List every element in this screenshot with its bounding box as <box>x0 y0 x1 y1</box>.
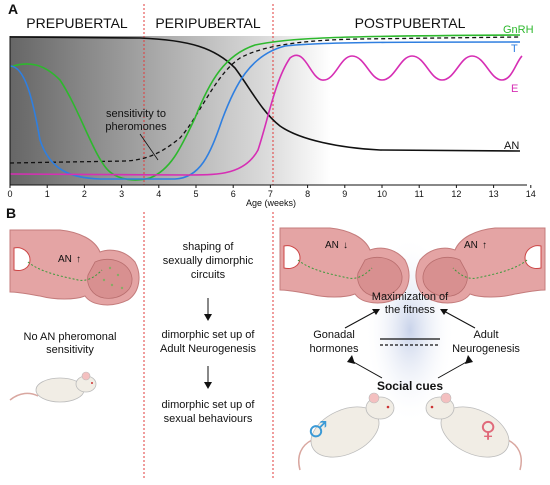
sensitivity-annotation-pointer <box>139 133 159 161</box>
x-tick-label: 6 <box>231 189 236 199</box>
x-tick-label: 7 <box>268 189 273 199</box>
x-axis-label: Age (weeks) <box>246 198 296 208</box>
x-tick-label: 4 <box>156 189 161 199</box>
step2-line1: dimorphic set up of <box>162 329 256 341</box>
right-brain-left-illustration <box>279 227 410 304</box>
e-label: E <box>511 83 518 95</box>
left-caption-line1: No AN pheromonal <box>24 331 117 343</box>
step1-line2: sexually dimorphic <box>163 255 254 267</box>
sensitivity-annotation-line1: sensitivity to <box>106 108 166 120</box>
male-mouse-illustration <box>298 392 395 471</box>
x-tick-label: 5 <box>193 189 198 199</box>
flow-arrow-2 <box>204 366 212 389</box>
x-tick-label: 11 <box>415 189 424 199</box>
left-an-arrow: ↑ <box>76 254 81 265</box>
panel-a-letter: A <box>8 1 18 17</box>
x-tick-label: 2 <box>82 189 87 199</box>
left-caption-line2: sensitivity <box>46 344 94 356</box>
t-label: T <box>511 43 518 55</box>
x-tick-label: 13 <box>489 189 499 199</box>
sensitivity-annotation-line2: pheromones <box>105 121 167 133</box>
step2-line2: Adult Neurogenesis <box>160 343 257 355</box>
t-curve <box>9 41 521 180</box>
arrow-gonadal-to-fitness <box>344 309 380 329</box>
sensitivity-curve <box>9 36 521 164</box>
step3-line1: dimorphic set up of <box>162 399 256 411</box>
adult-line2: Neurogenesis <box>452 343 520 355</box>
chart-plot-area <box>10 36 527 185</box>
e-curve <box>9 54 523 176</box>
gonadal-line2: hormones <box>310 343 359 355</box>
right-brain-right-illustration <box>415 227 546 304</box>
gnrh-label: GnRH <box>503 24 534 36</box>
an-label: AN <box>504 140 519 152</box>
left-an-label: AN <box>58 254 72 265</box>
phase-label-peripubertal: PERIPUBERTAL <box>155 15 261 31</box>
arrow-cues-to-gonadal <box>347 355 383 379</box>
male-symbol: ♂ <box>308 418 328 443</box>
gnrh-curve <box>9 34 521 181</box>
right-an-left-label: AN <box>325 240 339 251</box>
flow-arrow-1 <box>204 298 212 321</box>
an-curve <box>9 36 521 152</box>
x-tick-label: 9 <box>342 189 347 199</box>
x-tick-label: 3 <box>119 189 124 199</box>
x-tick-label: 8 <box>305 189 310 199</box>
left-brain-illustration <box>9 229 140 306</box>
female-mouse-illustration <box>425 392 522 471</box>
right-an-left-arrow: ↓ <box>343 240 348 251</box>
fitness-line1: Maximization of <box>372 291 449 303</box>
x-tick-label: 0 <box>7 189 12 199</box>
arrow-cues-to-adult <box>437 355 473 379</box>
left-mouse-illustration <box>9 371 97 403</box>
x-tick-label: 12 <box>451 189 461 199</box>
right-an-right-label: AN <box>464 240 478 251</box>
arrow-adult-to-fitness <box>440 309 476 329</box>
phase-label-postpubertal: POSTPUBERTAL <box>355 15 466 31</box>
right-an-right-arrow: ↑ <box>482 240 487 251</box>
female-symbol: ♀ <box>480 418 496 443</box>
phase-label-prepubertal: PREPUBERTAL <box>26 15 128 31</box>
adult-line1: Adult <box>473 329 498 341</box>
step1-line3: circuits <box>191 269 226 281</box>
step1-line1: shaping of <box>183 241 235 253</box>
panel-b-letter: B <box>6 205 16 221</box>
fitness-line2: the fitness <box>385 304 436 316</box>
gonadal-line1: Gonadal <box>313 329 355 341</box>
x-tick-label: 1 <box>45 189 50 199</box>
social-cues-label: Social cues <box>377 379 443 393</box>
step3-line2: sexual behaviours <box>164 413 253 425</box>
x-tick-label: 10 <box>377 189 387 199</box>
x-tick-label: 14 <box>526 189 536 199</box>
